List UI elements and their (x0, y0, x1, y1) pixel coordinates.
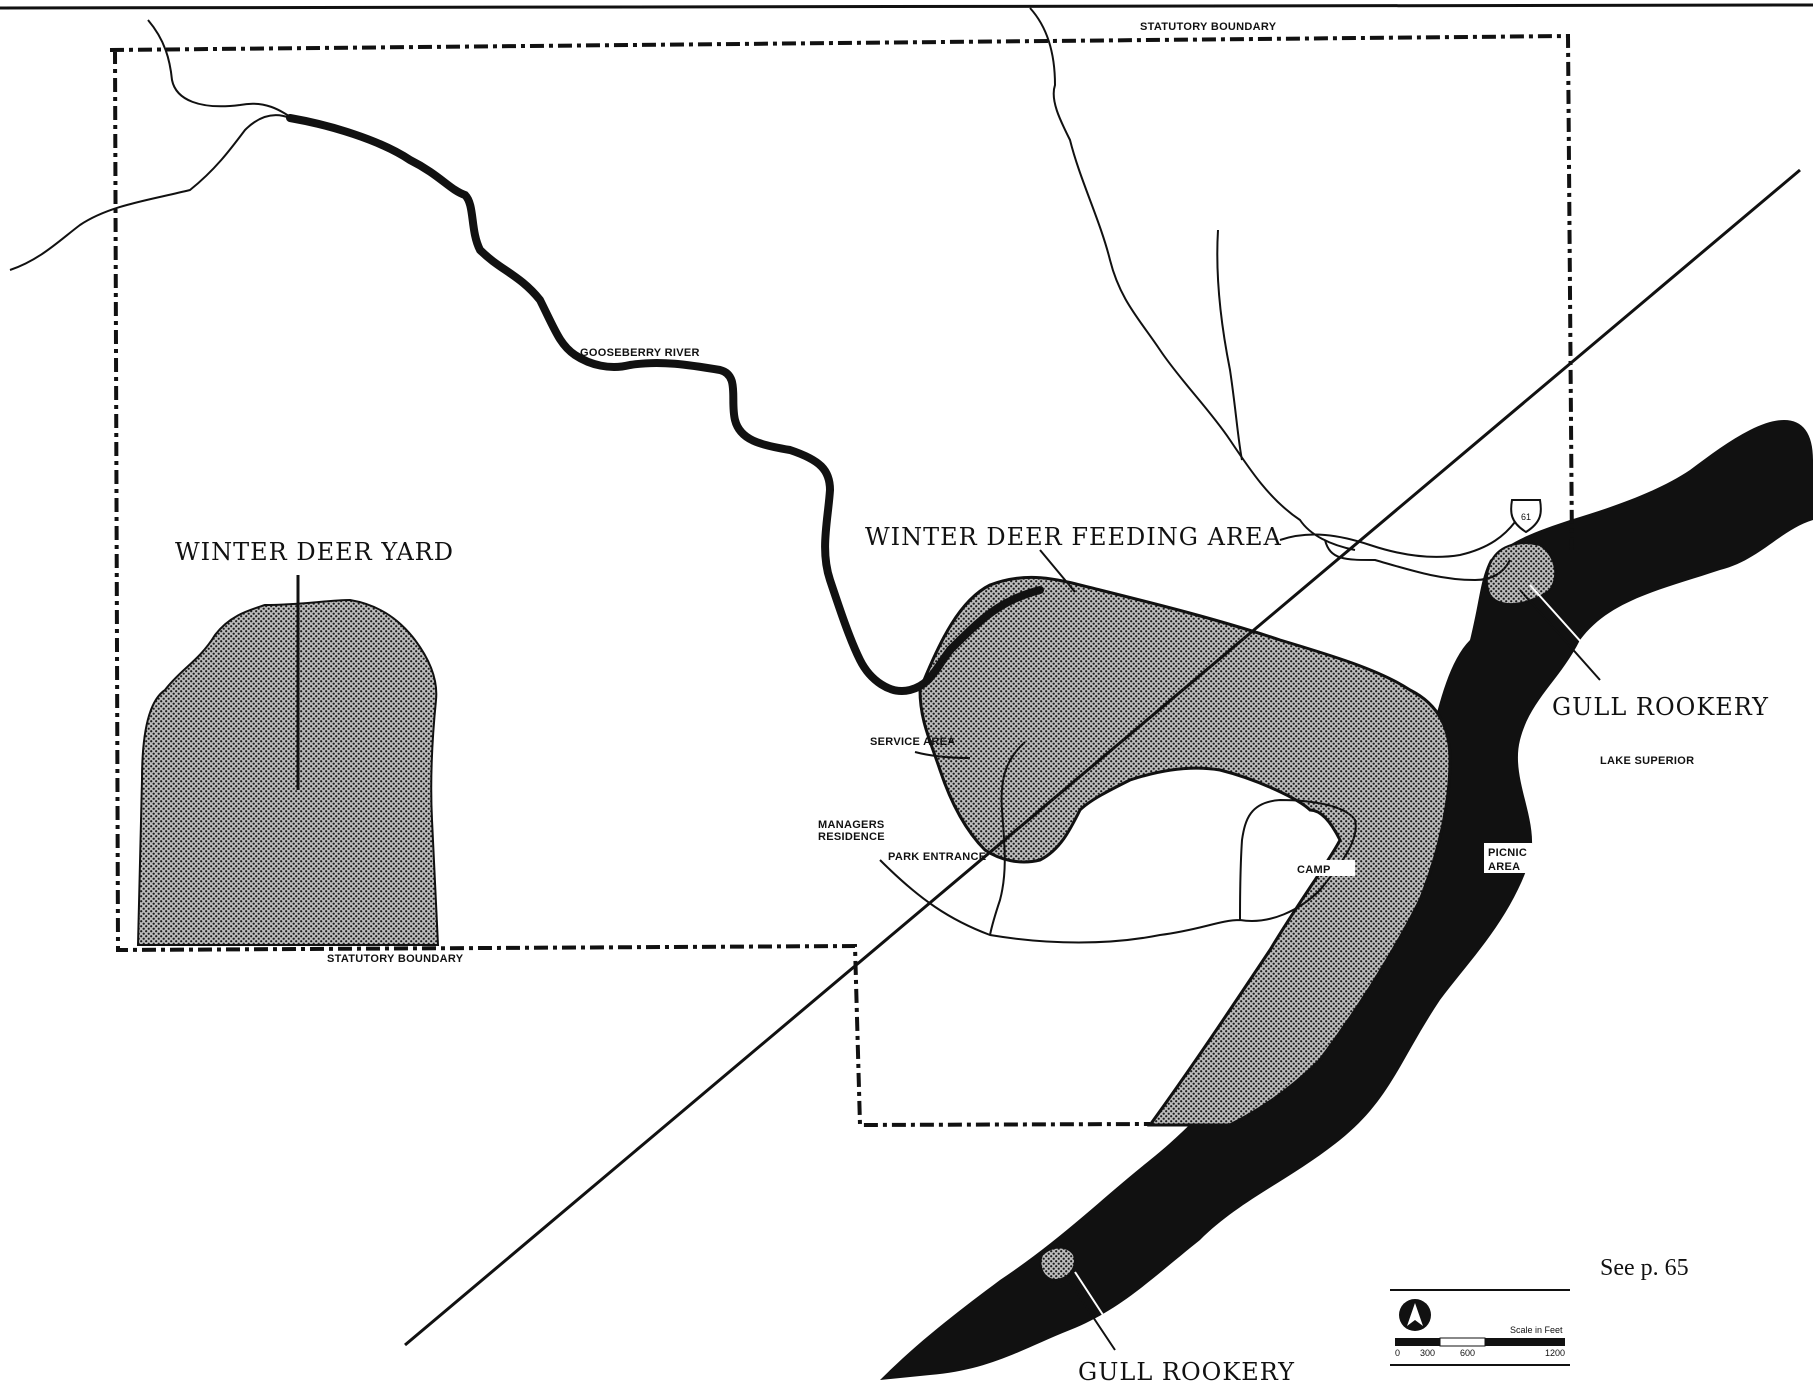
scale-bar (1395, 1337, 1565, 1347)
scale-tick-1200: 1200 (1545, 1348, 1565, 1358)
legend: Scale in Feet 0 300 600 1200 (1390, 1289, 1570, 1366)
scale-title: Scale in Feet (1510, 1325, 1563, 1335)
feeding-area-leader (1039, 549, 1076, 593)
gull-rookery-lower-label: GULL ROOKERY (1078, 1358, 1295, 1385)
park-entrance-label: PARK ENTRANCE (888, 851, 986, 863)
managers-residence-label-2: RESIDENCE (818, 831, 885, 843)
river-tributary-north (147, 19, 296, 121)
gull-rookery-lower-island (1039, 1246, 1076, 1282)
us-highway-shield-icon: 61 (1510, 499, 1542, 534)
gull-rookery-lower-leader (1064, 1274, 1116, 1351)
top-edge-line (0, 3, 1813, 10)
gooseberry-river-label: GOOSEBERRY RIVER (580, 347, 700, 359)
gull-rookery-upper-label: GULL ROOKERY (1552, 693, 1769, 721)
road-north-loop (1279, 521, 1516, 558)
gull-rookery-upper-leader (1519, 589, 1601, 681)
see-page-note: See p. 65 (1600, 1255, 1689, 1281)
scale-tick-0: 0 (1395, 1348, 1400, 1358)
lake-superior-label: LAKE SUPERIOR (1600, 755, 1694, 767)
lake-superior-shore (880, 420, 1813, 1380)
winter-deer-yard-area (136, 598, 440, 946)
winter-deer-feeding-area-label: WINTER DEER FEEDING AREA (865, 523, 1282, 551)
managers-residence-label-1: MANAGERS (818, 819, 885, 831)
highway-61 (404, 168, 1801, 1347)
highway-shield-label: 61 (1521, 512, 1531, 522)
north-arrow-icon (1399, 1299, 1431, 1331)
scale-tick-600: 600 (1460, 1348, 1475, 1358)
picnic-area-label-1: PICNIC (1488, 847, 1527, 859)
winter-deer-feeding-area (918, 575, 1452, 1127)
picnic-area-label-2: AREA (1488, 861, 1520, 873)
gooseberry-river (286, 114, 1044, 695)
statutory-boundary (109, 33, 1574, 1128)
road-east-loop (1324, 539, 1511, 582)
northeast-stream-branch (1216, 229, 1243, 461)
campground-label: CAMP (1297, 864, 1331, 876)
road-service (914, 751, 971, 759)
gull-rookery-upper-island (1485, 542, 1557, 606)
service-area-label: SERVICE AREA (870, 736, 956, 748)
statutory-boundary-bottom-label: STATUTORY BOUNDARY (327, 953, 464, 965)
picnic-label-bg (1484, 843, 1532, 873)
campground-label-bg (1295, 860, 1355, 876)
statutory-boundary-top-label: STATUTORY BOUNDARY (1140, 21, 1277, 33)
scale-tick-300: 300 (1420, 1348, 1435, 1358)
northeast-stream (1029, 7, 1356, 551)
winter-deer-yard-label: WINTER DEER YARD (175, 538, 454, 566)
road-entrance-spur (989, 741, 1026, 936)
road-entrance-loop (879, 798, 1357, 944)
river-tributary-west (9, 114, 291, 271)
gull-rookery-lower-leader-highlight (1074, 1271, 1123, 1345)
gull-rookery-upper-leader-highlight (1529, 584, 1609, 673)
